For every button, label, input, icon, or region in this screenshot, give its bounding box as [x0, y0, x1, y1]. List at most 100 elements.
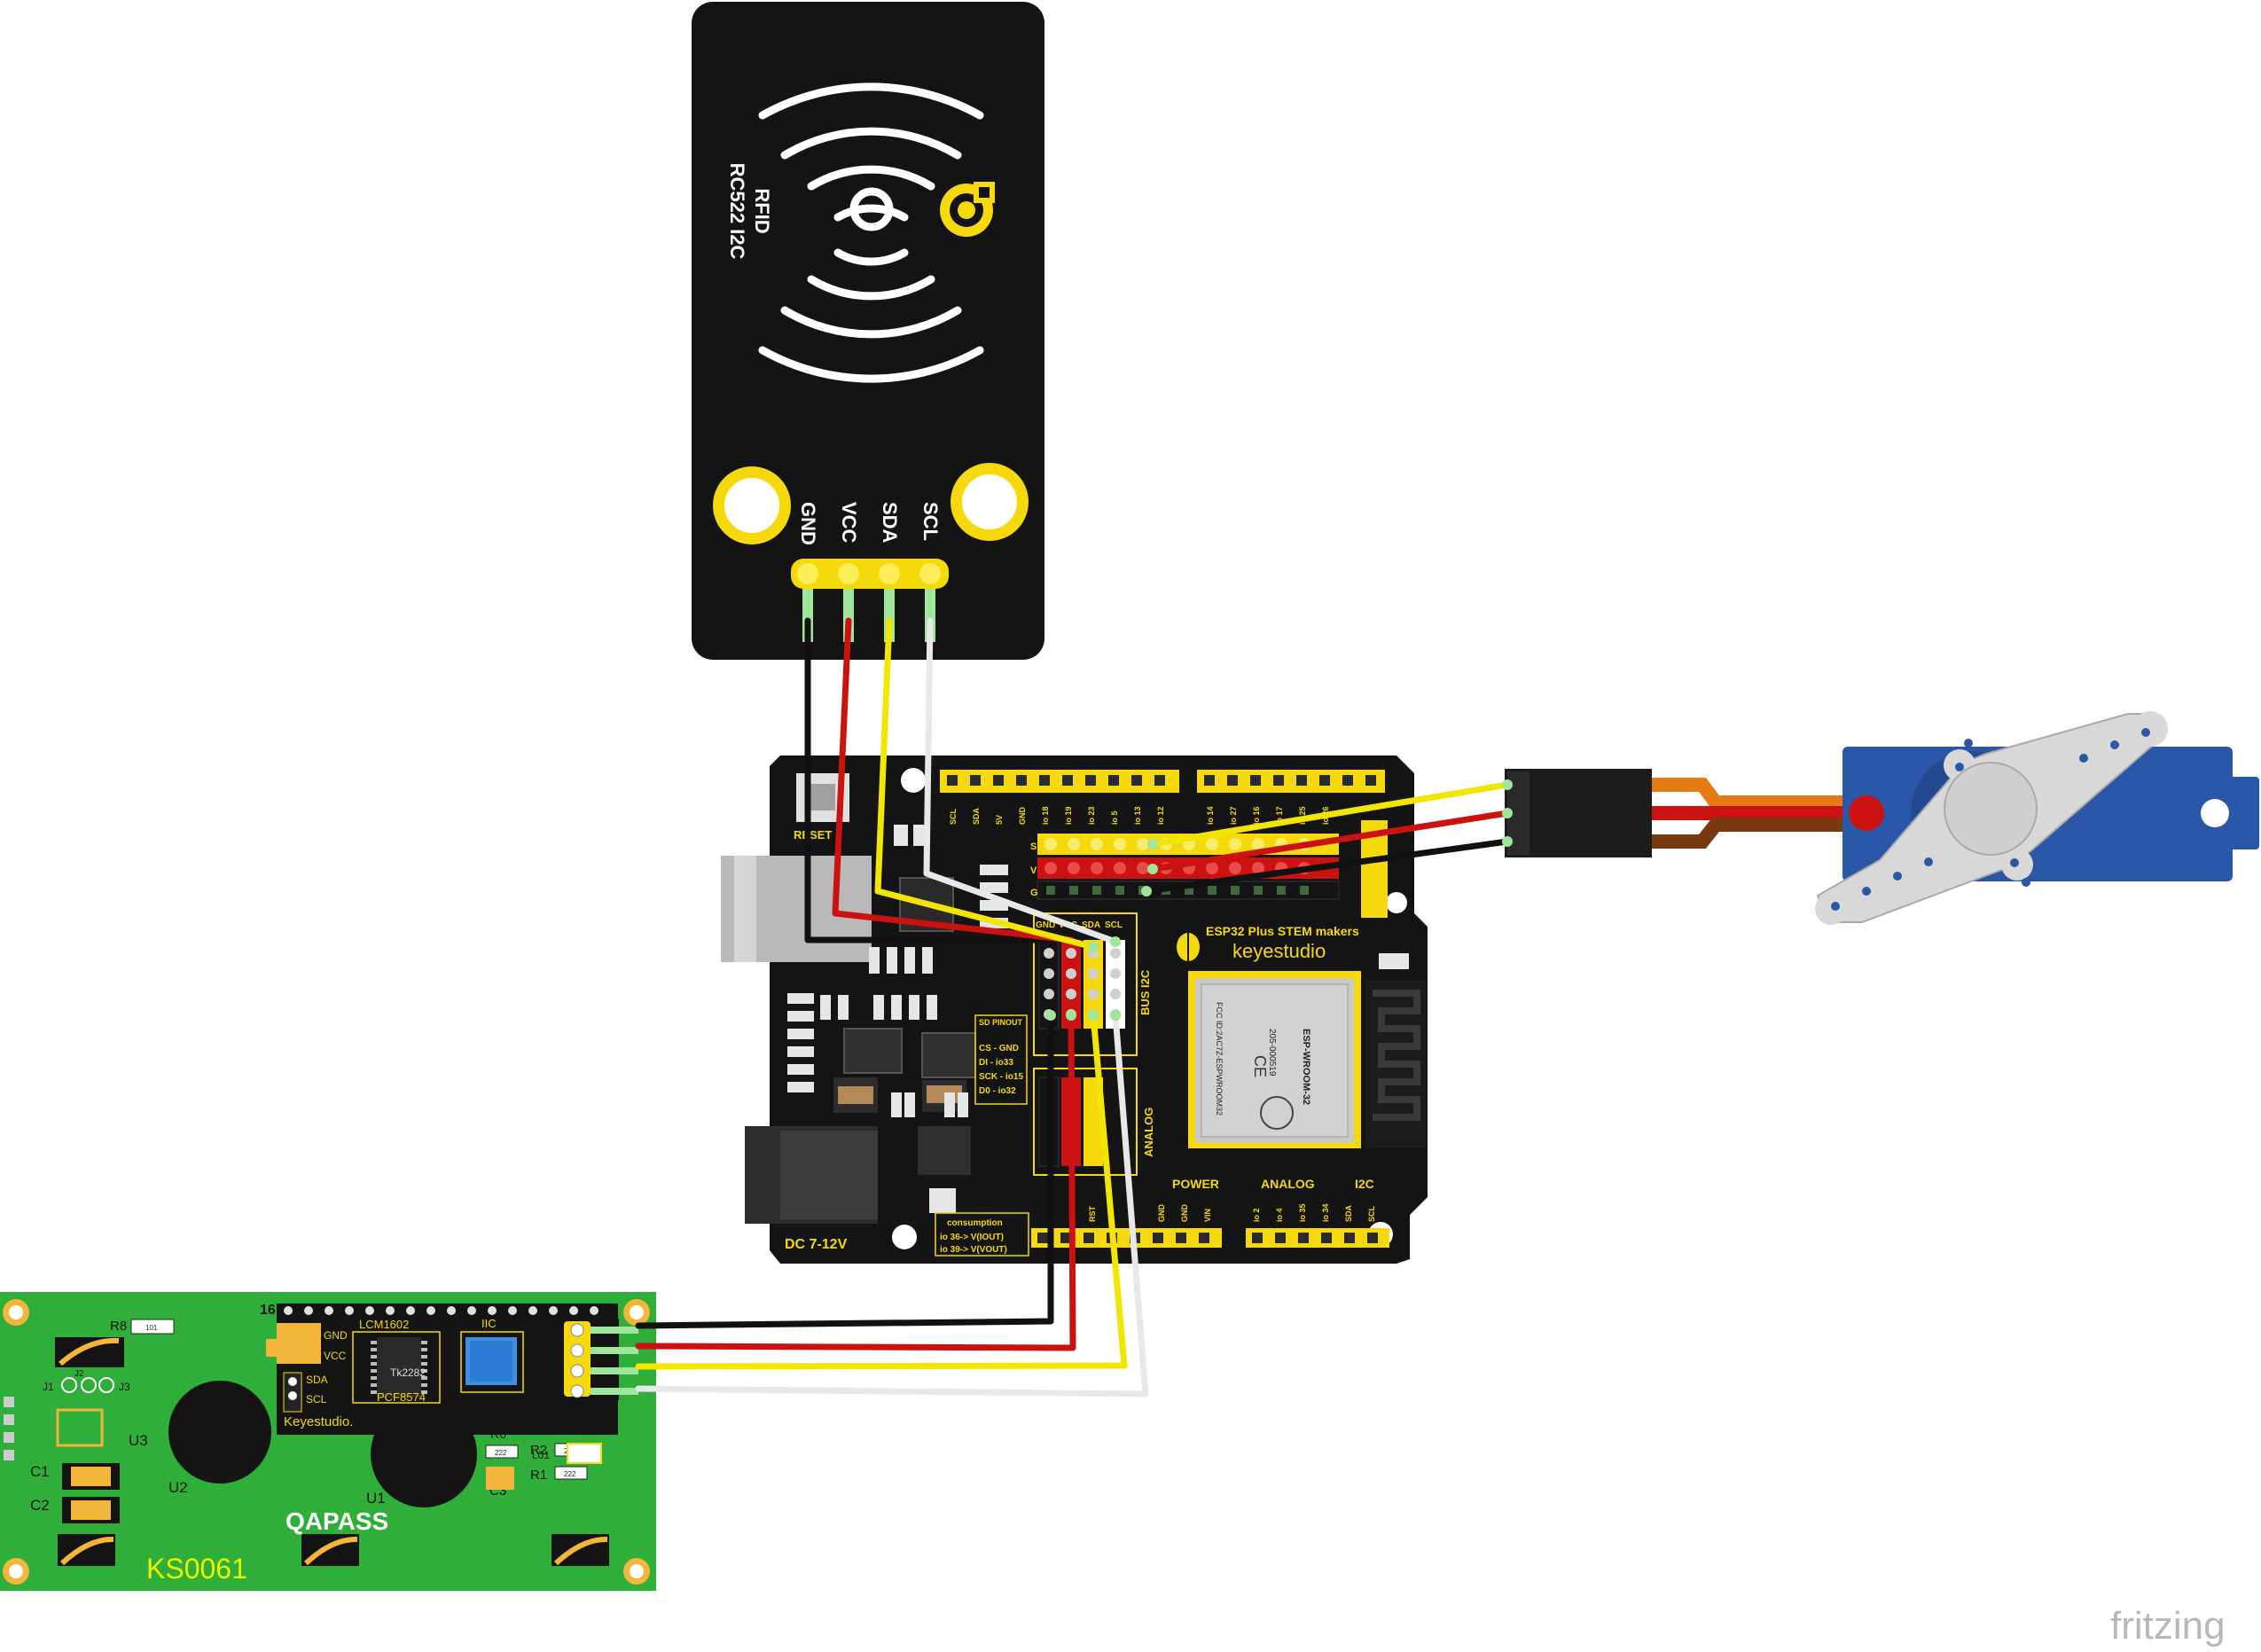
header-hole	[1298, 1233, 1309, 1243]
pin-hole	[1088, 968, 1099, 979]
lcd-i2c-pin-lead	[591, 1367, 638, 1374]
sv-label-v: V	[1030, 865, 1037, 876]
consumption-title: consumption	[947, 1218, 1003, 1228]
top-header-label: io 12	[1156, 806, 1165, 825]
potentiometer[interactable]	[277, 1323, 321, 1364]
pin-hole	[1110, 948, 1121, 959]
header-hole	[1321, 1233, 1332, 1243]
bus-i2c-label: GND	[1036, 920, 1055, 930]
pin-hole	[1110, 989, 1121, 999]
pin-hole	[1088, 989, 1099, 999]
header-hole	[1037, 1233, 1048, 1243]
lcd-pin-hole	[549, 1306, 558, 1315]
header-hole	[1250, 775, 1261, 786]
nfc-logo-icon	[940, 182, 995, 237]
pin-hole	[1137, 838, 1149, 850]
rfid-subtitle: RC522 I2C	[726, 163, 748, 260]
resistor-code: 222	[564, 1470, 576, 1478]
lcd-i2c-pin	[570, 1343, 584, 1358]
module-model: ESP-WROOM-32	[1301, 1029, 1311, 1105]
wire-rfid-vcc	[832, 617, 1075, 943]
lcd-pin-hole	[365, 1306, 374, 1315]
header-hole	[1016, 775, 1027, 786]
pin-hole	[1229, 862, 1241, 874]
header-hole	[1154, 775, 1165, 786]
bus-i2c-label: SCL	[1105, 920, 1123, 930]
sd-pinout-line: CS - GND	[979, 1044, 1019, 1053]
wire-rfid-sda	[874, 617, 1097, 951]
pin-hole	[1208, 886, 1217, 895]
board-brand: keyestudio	[1232, 940, 1326, 962]
wire-lcd-scl	[635, 1012, 1149, 1398]
top-header-label: io 25	[1298, 806, 1307, 825]
lcd-pin-hole	[386, 1306, 395, 1315]
module-code: 205-000519	[1267, 1029, 1277, 1077]
lcd-pin-label-scl: SCL	[532, 1383, 554, 1397]
lcd-pin-hole	[345, 1306, 354, 1315]
backpack-chip-label: Tk2282	[390, 1366, 426, 1379]
header-hole	[1319, 775, 1330, 786]
header-hole	[970, 775, 981, 786]
servo-horn	[1815, 711, 2168, 925]
pin-hole	[1114, 862, 1126, 874]
rfid-title: RFID	[751, 188, 773, 233]
pin-hole	[1091, 862, 1103, 874]
sd-pinout-line: D0 - io32	[979, 1086, 1016, 1096]
header-hole	[1199, 1233, 1209, 1243]
lcd-qapass: QAPASS	[286, 1507, 388, 1535]
i2c-backpack: 16 GND VCC SDA SCL LCM1602 IIC Tk2282 PC…	[260, 1303, 638, 1464]
pin-hole	[1277, 886, 1286, 895]
lcd-pin-hole	[508, 1306, 517, 1315]
pin-hole	[1254, 886, 1263, 895]
wire-lcd-sda	[635, 1012, 1128, 1370]
lcd-pin-hole	[447, 1306, 456, 1315]
pin-hole	[1110, 968, 1121, 979]
header-hole	[1342, 775, 1353, 786]
top-header-label: io 27	[1229, 806, 1238, 825]
header-hole	[993, 775, 1004, 786]
pin-hole	[1252, 838, 1264, 850]
top-header-label: io 14	[1206, 806, 1215, 825]
pin-hole	[1068, 862, 1080, 874]
top-header-label: io 13	[1133, 806, 1142, 825]
rfid-pin-vcc-label: VCC	[838, 502, 860, 544]
ref-label: U2	[168, 1479, 188, 1496]
bus-i2c-block	[1033, 912, 1138, 1056]
pin-hole	[1066, 989, 1076, 999]
lcd-pin-label-gnd: GND	[532, 1322, 558, 1335]
pin-hole	[1068, 838, 1080, 850]
top-header-label: 5V	[995, 815, 1004, 825]
lcd-i2c-pin-lead	[591, 1347, 638, 1354]
bottom-header-label: io 2	[1252, 1208, 1261, 1222]
header-hole	[1296, 775, 1307, 786]
section-label-power: POWER	[1172, 1177, 1219, 1191]
esp32-module: ESP-WROOM-32 FCC ID:2AC7Z-ESPWROOM32 205…	[1188, 971, 1361, 1148]
pin-hole	[1044, 838, 1057, 850]
sd-pinout-title: SD PINOUT	[979, 1018, 1023, 1027]
rfid-pin-gnd-label: GND	[797, 502, 819, 545]
backpack-iic-label: IIC	[481, 1317, 497, 1330]
backpack-label-gnd: GND	[324, 1329, 348, 1342]
wire-servo-ground	[1143, 838, 1511, 895]
pin-hole	[1066, 968, 1076, 979]
header-hole	[1273, 775, 1284, 786]
lcd-pin-hole	[426, 1306, 435, 1315]
lcd-module: 101 R8 J1 J2 J3 U3 C1 C2 U2 U1 R6 R2 R1 …	[0, 1292, 656, 1591]
ref-label: C1	[30, 1463, 50, 1480]
ref-label: U1	[366, 1490, 386, 1507]
lcd-pin-label-sda: SDA	[532, 1363, 556, 1376]
ce-mark-icon: CE	[1251, 1055, 1269, 1077]
top-header-label: GND	[1018, 807, 1027, 826]
pin-hole	[1044, 862, 1057, 874]
lcd-i2c-pin	[570, 1364, 584, 1378]
lcd-pin-hole	[528, 1306, 537, 1315]
top-header-label: io 18	[1041, 806, 1050, 825]
top-header-label: io 16	[1252, 806, 1261, 825]
bottom-header-label: GND	[1157, 1204, 1166, 1223]
header-hole	[1227, 775, 1238, 786]
header-hole	[1039, 775, 1050, 786]
resistor-code: 222	[495, 1449, 507, 1457]
wire-lcd-vcc	[635, 1012, 1076, 1351]
section-label-analog: ANALOG	[1261, 1177, 1315, 1191]
